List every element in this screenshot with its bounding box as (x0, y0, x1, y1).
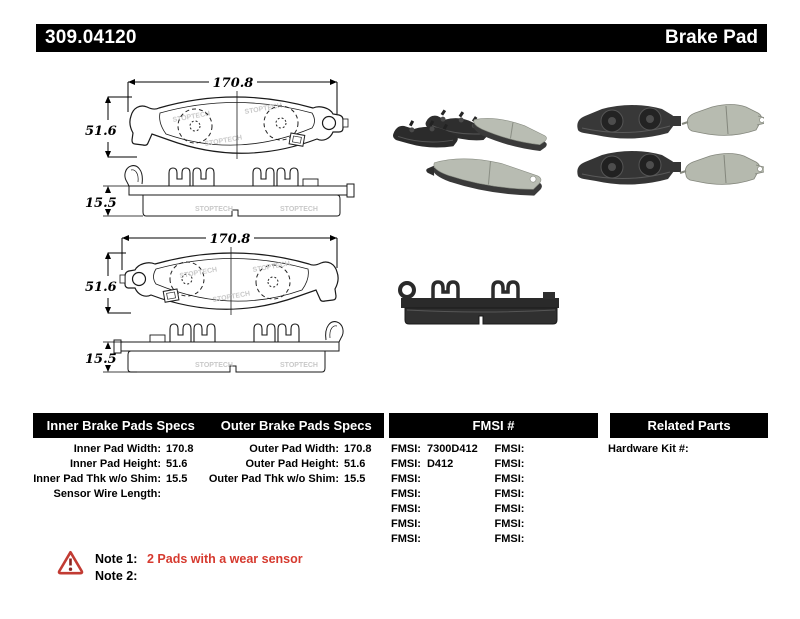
fmsi-row: FMSI:7300D412 FMSI: (391, 443, 525, 455)
fmsi-row: FMSI: FMSI: (391, 533, 525, 545)
pad-front-view (129, 96, 349, 154)
outer-pad-technical-drawing: 170.8 51.6 (85, 229, 344, 373)
thickness-dimension-lines (103, 341, 137, 373)
spec-row: Outer Pad Height: 51.6 (245, 458, 366, 470)
outer-specs-header: Outer Brake Pads Specs (220, 418, 372, 433)
height-dimension-label: 51.6 (85, 124, 117, 139)
fmsi-header: FMSI # (472, 418, 515, 433)
pad-set-photo-flat (577, 104, 764, 185)
related-part-row: Hardware Kit #: (608, 443, 689, 455)
spec-row: Inner Pad Height: 51.6 (69, 458, 188, 470)
fmsi-row: FMSI: FMSI: (391, 488, 525, 500)
pad-edge-photo (398, 280, 559, 325)
pad-spring-clips (431, 280, 520, 300)
thickness-dimension-label: 15.5 (85, 196, 117, 211)
watermark-text: STOPTECH (195, 206, 233, 213)
wear-indicator-circles (177, 105, 299, 144)
watermark-text: STOPTECH (195, 362, 233, 369)
thickness-dimension-label: 15.5 (85, 352, 117, 367)
product-type-title: Brake Pad (665, 27, 758, 48)
pad-set-photo-angled (393, 109, 547, 196)
inner-specs-column: Inner Pad Width: 170.8 Inner Pad Height:… (33, 442, 208, 502)
note-1-text: 2 Pads with a wear sensor (147, 552, 303, 566)
height-dimension-label: 51.6 (85, 280, 117, 295)
pad-backing-photo (577, 151, 681, 185)
fmsi-column: FMSI:7300D412 FMSI: FMSI:D412 FMSI: FMSI… (391, 442, 598, 547)
pad-friction-photo (679, 153, 764, 185)
width-dimension-label: 170.8 (210, 232, 251, 247)
fmsi-row: FMSI: FMSI: (391, 503, 525, 515)
pad-friction-photo (681, 104, 764, 136)
pad-backplate-edge (401, 298, 559, 308)
pad-backing-photo (577, 105, 681, 139)
fmsi-header-bar: FMSI # (389, 413, 598, 438)
watermark-text: STOPTECH (280, 206, 318, 213)
related-parts-header: Related Parts (647, 418, 731, 433)
spec-row: Inner Pad Thk w/o Shim: 15.5 (33, 473, 188, 485)
sensor-clip-detail (288, 132, 306, 147)
specs-header-bar: Inner Brake Pads Specs Outer Brake Pads … (33, 413, 384, 438)
pad-backing-photo (393, 120, 458, 148)
fmsi-row: FMSI: FMSI: (391, 518, 525, 530)
spec-row: Inner Pad Width: 170.8 (73, 443, 194, 455)
thickness-dimension-lines (103, 185, 143, 217)
related-parts-header-bar: Related Parts (610, 413, 768, 438)
spec-row: Outer Pad Thk w/o Shim: 15.5 (208, 473, 366, 485)
pad-friction-photo (426, 158, 542, 196)
spec-row: Sensor Wire Length: (53, 488, 161, 500)
related-parts-column: Hardware Kit #: (608, 442, 768, 457)
pad-friction-edge (404, 307, 558, 325)
note-1-label: Note 1: (95, 552, 138, 566)
inner-pad-technical-drawing: 170.8 51.6 STOPTECH STOPTECH STOPTECH (85, 73, 355, 217)
note-1: Note 1: 2 Pads with a wear sensor (95, 552, 303, 566)
inner-specs-header: Inner Brake Pads Specs (46, 418, 195, 433)
width-dimension-label: 170.8 (213, 76, 254, 91)
pad-friction-photo (472, 118, 547, 151)
note-2-label: Note 2: (95, 569, 138, 583)
mirrored-pad-views (113, 247, 344, 373)
spec-row: Outer Pad Width: 170.8 (249, 443, 372, 455)
note-2: Note 2: (95, 569, 147, 583)
outer-specs-column: Outer Pad Width: 170.8 Outer Pad Height:… (208, 442, 386, 487)
fmsi-row: FMSI: FMSI: (391, 473, 525, 485)
fmsi-row: FMSI:D412 FMSI: (391, 458, 525, 470)
part-number: 309.04120 (45, 27, 137, 48)
warning-icon (57, 550, 84, 575)
watermark-text: STOPTECH (280, 362, 318, 369)
pad-side-view (124, 165, 355, 217)
header-bar: 309.04120 Brake Pad (36, 24, 767, 52)
pad-clip-loop (398, 281, 416, 299)
